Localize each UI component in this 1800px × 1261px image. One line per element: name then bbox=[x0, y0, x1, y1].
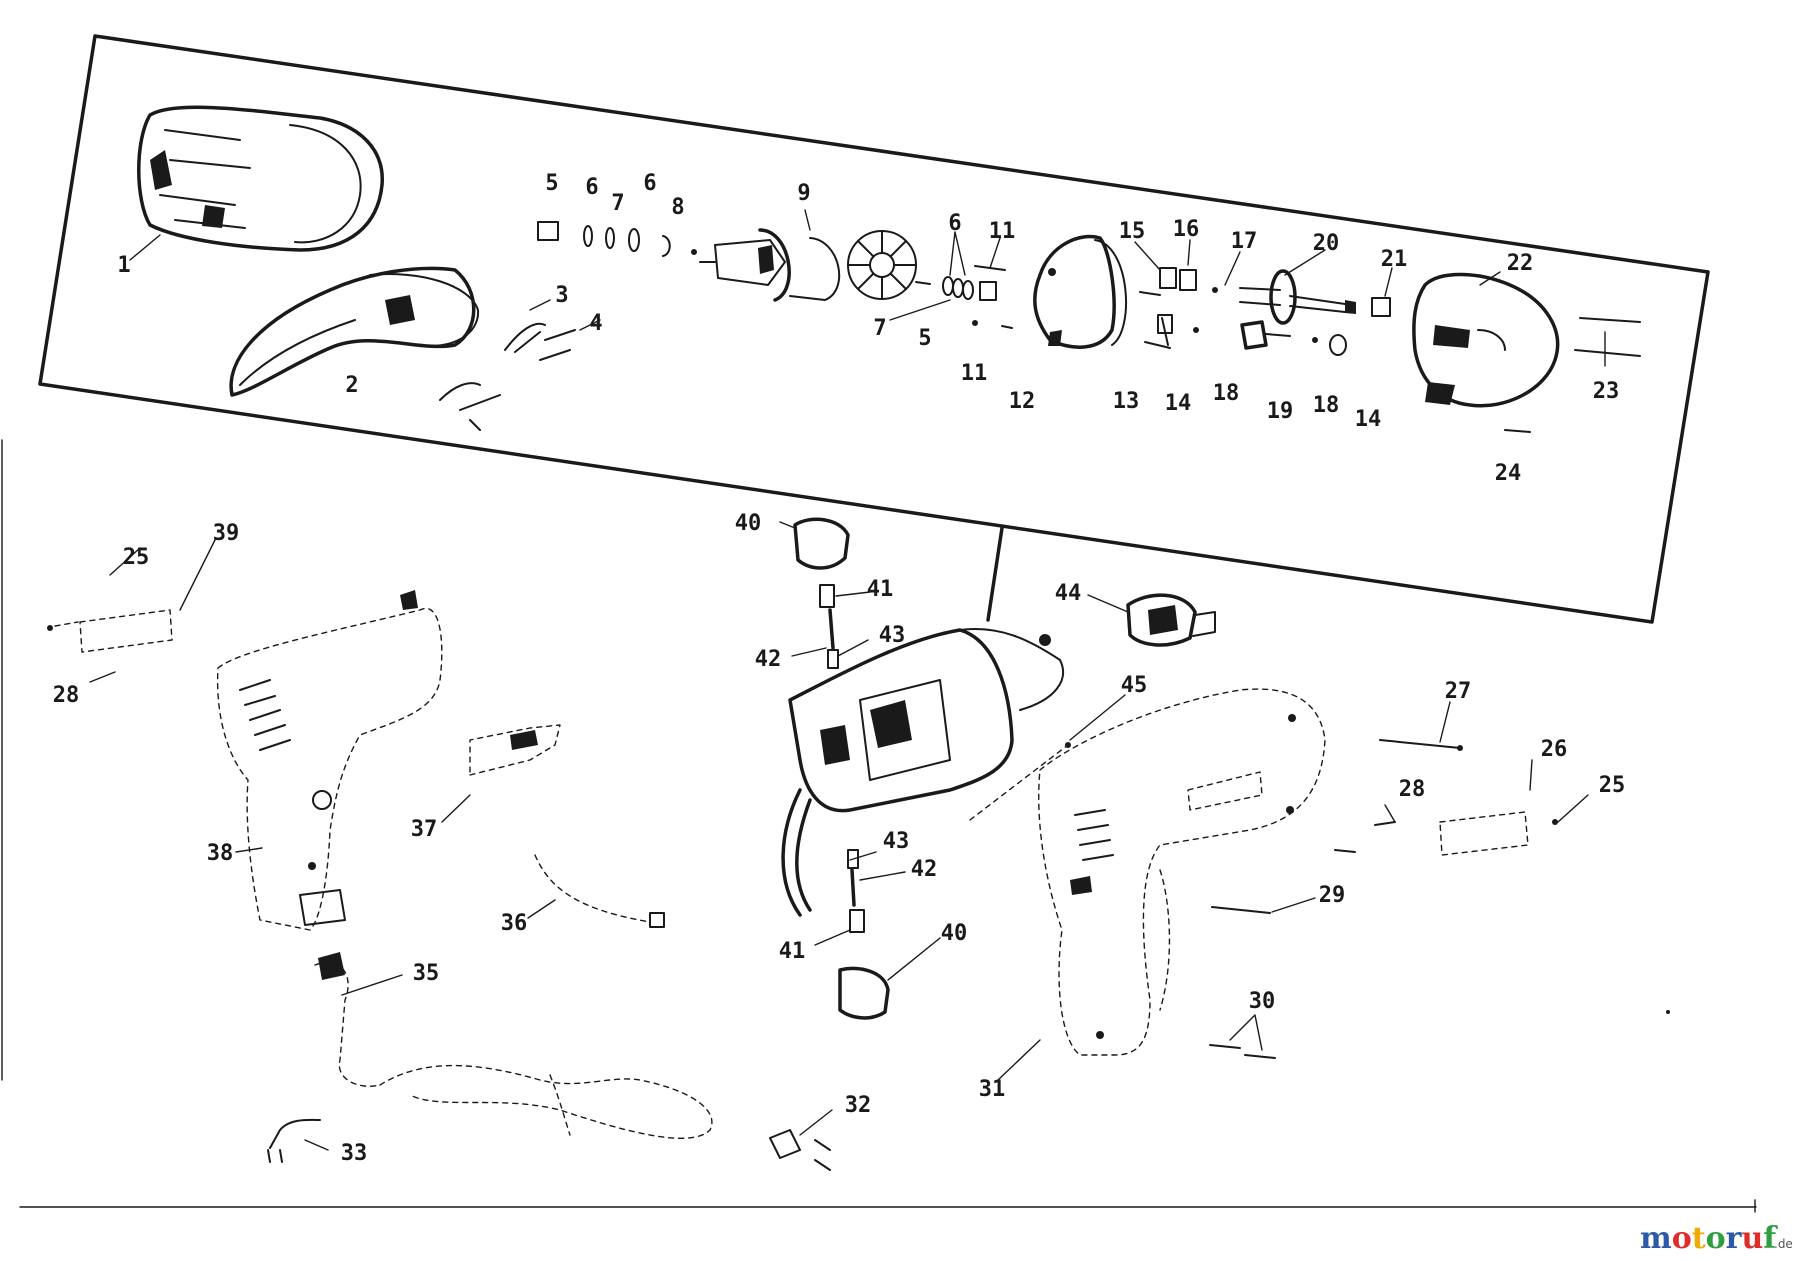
label-5b: 5 bbox=[918, 326, 931, 351]
label-18a: 18 bbox=[1213, 381, 1240, 406]
parts-5-8-bearing-washers bbox=[537, 221, 697, 257]
label-41b: 41 bbox=[779, 939, 806, 964]
label-4: 4 bbox=[589, 311, 602, 336]
label-3: 3 bbox=[555, 283, 568, 308]
watermark-letter: t bbox=[1692, 1221, 1706, 1256]
part-39-nameplate bbox=[47, 609, 173, 653]
label-26: 26 bbox=[1541, 737, 1568, 762]
label-42b: 42 bbox=[911, 857, 938, 882]
parts-23-24-screws bbox=[1504, 317, 1641, 433]
part-20-gear-spindle bbox=[1239, 269, 1356, 325]
label-28b: 28 bbox=[1399, 777, 1426, 802]
part-22-gear-case-cover bbox=[1412, 272, 1560, 408]
label-36: 36 bbox=[501, 911, 528, 936]
watermark-letter: m bbox=[1640, 1221, 1672, 1256]
label-6c: 6 bbox=[948, 211, 961, 236]
label-22: 22 bbox=[1507, 251, 1534, 276]
label-6b: 6 bbox=[643, 171, 656, 196]
label-7b: 7 bbox=[873, 316, 886, 341]
part-19-pinion bbox=[1240, 320, 1347, 356]
part-31-housing-half-right bbox=[1038, 688, 1326, 1056]
part-44-chuck bbox=[1126, 593, 1216, 647]
part-field-motor-body bbox=[781, 628, 1065, 917]
label-40a: 40 bbox=[735, 511, 762, 536]
label-40b: 40 bbox=[941, 921, 968, 946]
label-16: 16 bbox=[1173, 217, 1200, 242]
parts-3-4-brush-holders bbox=[439, 322, 576, 431]
part-35-cord-guard bbox=[314, 952, 381, 1087]
label-37: 37 bbox=[411, 817, 438, 842]
watermark-letter: r bbox=[1726, 1221, 1743, 1256]
label-1: 1 bbox=[117, 253, 130, 278]
part-12-gear-housing bbox=[1033, 234, 1127, 349]
label-20: 20 bbox=[1313, 231, 1340, 256]
part-9-armature bbox=[699, 228, 841, 302]
part-2-field-housing bbox=[229, 266, 480, 397]
label-9: 9 bbox=[797, 181, 810, 206]
watermark-letter: u bbox=[1741, 1221, 1763, 1256]
label-45: 45 bbox=[1121, 673, 1148, 698]
part-number-labels: 1 2 3 4 5 6 7 6 8 9 6 11 7 5 11 12 15 16… bbox=[53, 171, 1626, 1166]
label-7a: 7 bbox=[611, 191, 624, 216]
label-2: 2 bbox=[345, 373, 358, 398]
label-11b: 11 bbox=[961, 361, 988, 386]
watermark-letter: o bbox=[1706, 1221, 1726, 1256]
edge-marks bbox=[1, 439, 1757, 1213]
part-fan bbox=[847, 230, 931, 300]
label-6a: 6 bbox=[585, 175, 598, 200]
watermark-letter: f bbox=[1763, 1221, 1778, 1256]
parts-6-7-11-spacers bbox=[942, 265, 1013, 329]
label-17: 17 bbox=[1231, 229, 1258, 254]
part-1-motor-housing-half bbox=[137, 105, 384, 252]
label-15: 15 bbox=[1119, 219, 1146, 244]
label-24: 24 bbox=[1495, 461, 1522, 486]
label-11a: 11 bbox=[989, 219, 1016, 244]
label-5a: 5 bbox=[545, 171, 558, 196]
label-29: 29 bbox=[1319, 883, 1346, 908]
watermark-letter: o bbox=[1672, 1221, 1692, 1256]
label-19: 19 bbox=[1267, 399, 1294, 424]
parts-25-26-27-28-29-30-screws-plate bbox=[969, 739, 1558, 1059]
label-32: 32 bbox=[845, 1093, 872, 1118]
label-43b: 43 bbox=[883, 829, 910, 854]
part-32-plug bbox=[769, 1129, 831, 1171]
label-27: 27 bbox=[1445, 679, 1472, 704]
label-30: 30 bbox=[1249, 989, 1276, 1014]
label-44: 44 bbox=[1055, 581, 1082, 606]
label-18b: 18 bbox=[1313, 393, 1340, 418]
label-28a: 28 bbox=[53, 683, 80, 708]
part-power-cord bbox=[379, 1064, 713, 1139]
parts-40-41-42-43-brush-assembly bbox=[793, 517, 890, 1020]
part-21-washer bbox=[1371, 297, 1391, 317]
label-12: 12 bbox=[1009, 389, 1036, 414]
inset-frame bbox=[38, 34, 1710, 624]
label-31: 31 bbox=[979, 1077, 1006, 1102]
part-37-switch bbox=[469, 724, 561, 776]
watermark-suffix: .de bbox=[1774, 1237, 1793, 1251]
label-43a: 43 bbox=[879, 623, 906, 648]
parts-13-18-small-gears bbox=[1139, 267, 1218, 349]
leader-lines bbox=[89, 209, 1606, 1151]
label-39: 39 bbox=[213, 521, 240, 546]
label-25a: 25 bbox=[123, 545, 150, 570]
label-23: 23 bbox=[1593, 379, 1620, 404]
part-33-terminal bbox=[267, 1118, 321, 1163]
motoruf-watermark: motoruf .de bbox=[1640, 1221, 1793, 1256]
label-14b: 14 bbox=[1355, 407, 1382, 432]
label-8: 8 bbox=[671, 195, 684, 220]
label-13: 13 bbox=[1113, 389, 1140, 414]
label-25b: 25 bbox=[1599, 773, 1626, 798]
label-33: 33 bbox=[341, 1141, 368, 1166]
part-38-housing-half-left bbox=[216, 590, 443, 931]
label-35: 35 bbox=[413, 961, 440, 986]
label-42a: 42 bbox=[755, 647, 782, 672]
part-36-cord-clamp bbox=[534, 854, 665, 928]
watermark-text: motoruf bbox=[1640, 1221, 1778, 1256]
label-41a: 41 bbox=[867, 577, 894, 602]
label-38: 38 bbox=[207, 841, 234, 866]
label-14a: 14 bbox=[1165, 391, 1192, 416]
label-21: 21 bbox=[1381, 247, 1408, 272]
